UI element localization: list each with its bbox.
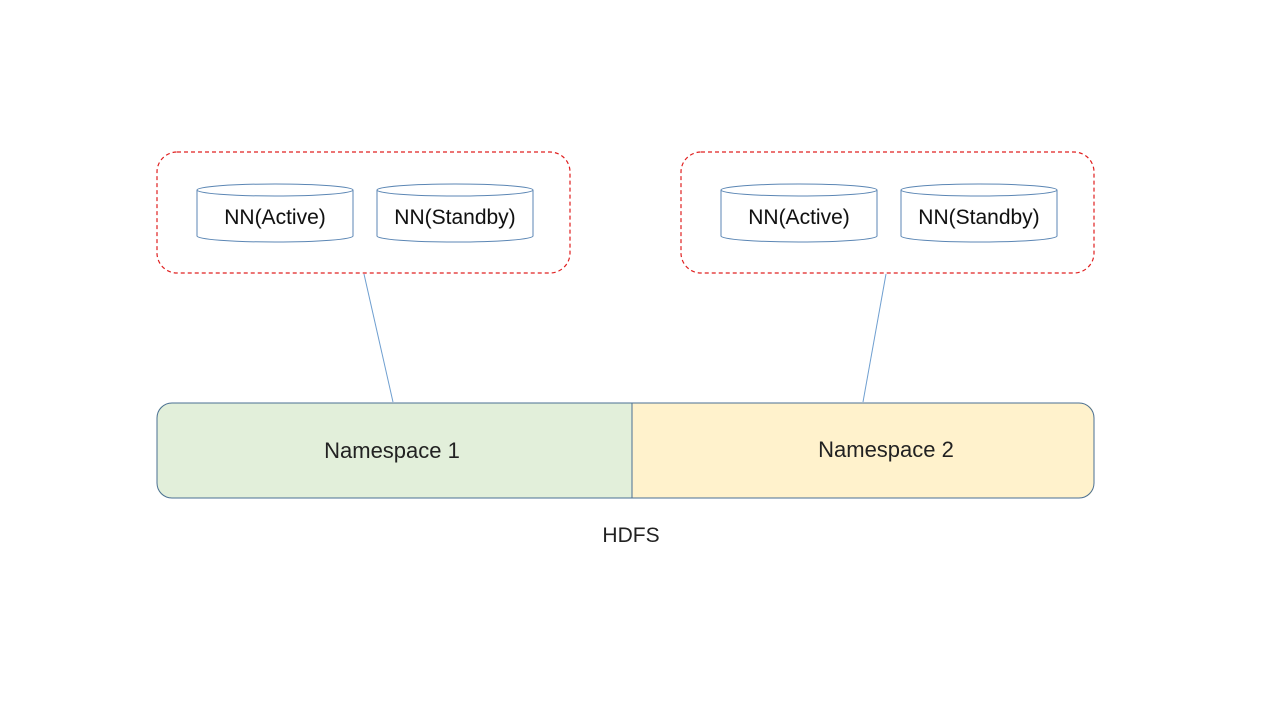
namespace-1-block xyxy=(157,403,632,498)
namenode-label: NN(Active) xyxy=(224,206,326,229)
namenode-cluster-1: NN(Active) NN(Standby) xyxy=(156,151,571,274)
namespace-2-label: Namespace 2 xyxy=(818,437,954,462)
namespace-2-block xyxy=(632,403,1094,498)
namenode-cylinder-standby: NN(Standby) xyxy=(376,183,534,243)
namespace-1-label: Namespace 1 xyxy=(324,438,460,463)
namenode-label: NN(Standby) xyxy=(918,206,1039,229)
cluster-2-border xyxy=(680,151,1095,274)
cluster-1-border xyxy=(156,151,571,274)
namenode-label: NN(Active) xyxy=(748,206,850,229)
hdfs-caption: HDFS xyxy=(602,524,659,547)
namenode-cylinder-standby: NN(Standby) xyxy=(900,183,1058,243)
namenode-cluster-2: NN(Active) NN(Standby) xyxy=(680,151,1095,274)
namespace-bar-border xyxy=(156,402,1095,499)
namenode-cylinder-active: NN(Active) xyxy=(720,183,878,243)
connector-cluster-1-namespace-1 xyxy=(363,273,394,403)
namenode-label: NN(Standby) xyxy=(394,206,515,229)
namenode-cylinder-active: NN(Active) xyxy=(196,183,354,243)
connector-cluster-2-namespace-2 xyxy=(862,273,887,403)
namespace-bar: Namespace 1 Namespace 2 xyxy=(156,402,1095,499)
